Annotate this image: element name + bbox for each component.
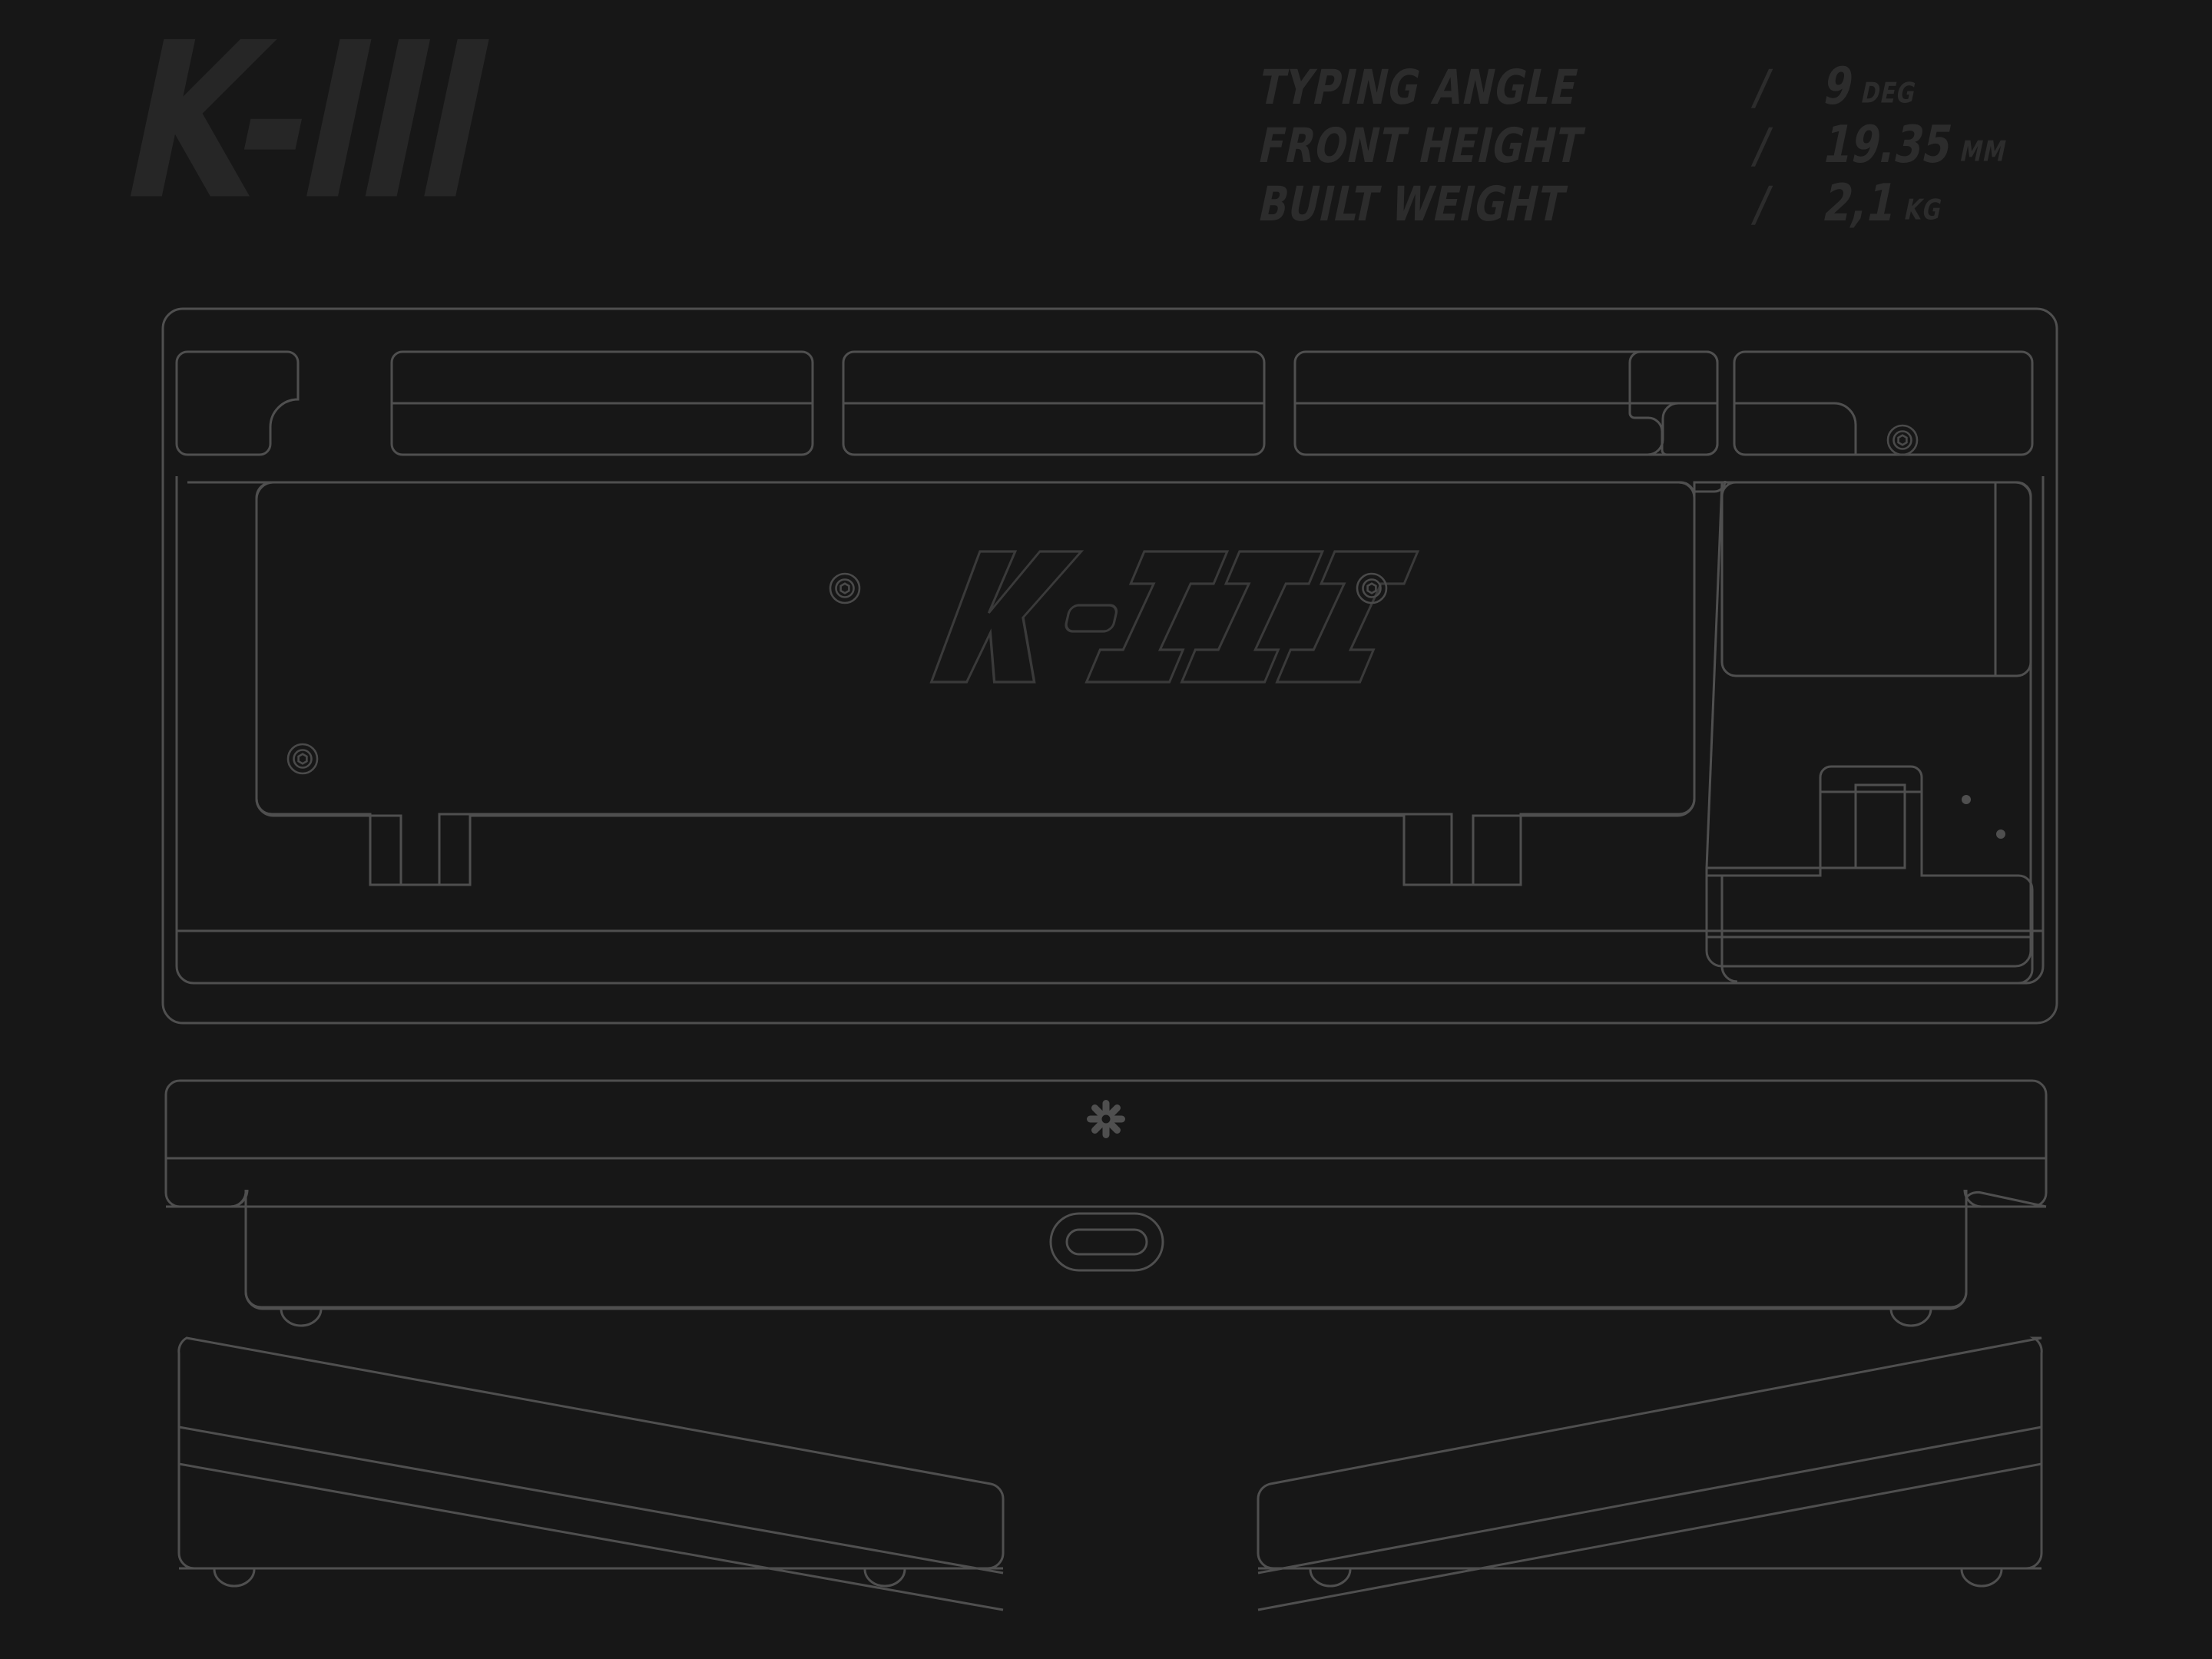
bottom-plate-view [161,307,2058,1025]
calibration-dot-1 [1962,795,1971,804]
left-profile-seam-2 [178,1462,1004,1611]
front-foot-1 [280,1307,323,1327]
weight-module-lower-box [1720,876,1738,983]
main-plate-body [175,476,2045,985]
panel-4-step-notch [1628,402,1717,456]
weight-module-upper-panel [1720,481,2032,677]
weight-module-outline [1705,481,2032,968]
front-lower-body [166,1190,2047,1309]
engraved-logo-k-iii [929,550,1420,684]
left-profile-foot-2 [863,1568,906,1588]
screw-center-left [829,572,861,604]
front-lower-right-step [1963,1189,2046,1208]
top-panel-row [175,350,2034,456]
screw-lower-left [286,743,319,775]
lower-pan-outline [175,476,2045,985]
panel-cutout-1 [175,350,300,456]
inner-body-outline [255,481,1696,886]
front-lower-left-step [166,1189,249,1208]
panel-5-step-notch [1734,402,1857,455]
snowflake-icon [1087,1100,1125,1138]
screw-top-right [1886,424,1919,456]
right-profile-seam-2 [1257,1462,2042,1611]
weight-module-t-tab [1707,765,2034,985]
plate-outline [187,481,1724,497]
right-weight-module [1705,481,2034,985]
front-lower-outline [244,1190,1968,1310]
left-side-profile-view [177,1336,1005,1611]
front-elevation-view [164,1079,2048,1327]
screw-center-right [1356,572,1388,604]
inner-body-outline-detailed [255,481,1696,886]
usb-c-port [1049,1212,1164,1272]
left-profile-body [177,1336,1005,1570]
left-profile-foot-1 [213,1568,256,1588]
case-outline [161,307,2058,1025]
right-profile-seam-1 [1257,1426,2042,1575]
right-profile-foot-1 [1309,1568,1352,1588]
calibration-dot-2 [1996,830,2005,839]
panel-cutout-4-body [1293,350,1719,456]
right-profile-body [1257,1336,2043,1570]
front-upper-shell [164,1079,2048,1208]
right-side-profile-view [1257,1336,2043,1611]
left-profile-seam-1 [178,1426,1004,1575]
front-foot-2 [1889,1307,1932,1327]
right-profile-foot-2 [1960,1568,2003,1588]
